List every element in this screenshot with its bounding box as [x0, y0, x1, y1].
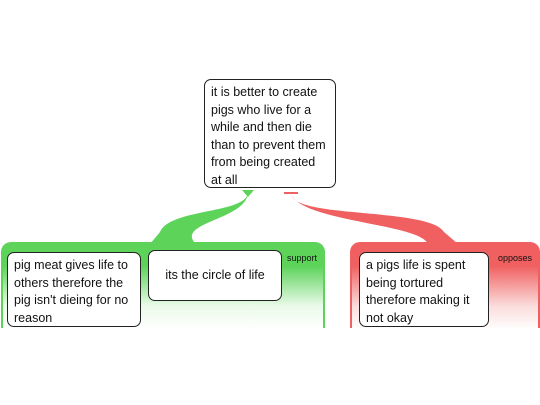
oppose-connector-handle — [284, 192, 298, 194]
support-connector — [150, 192, 248, 244]
premise-text: its the circle of life — [165, 267, 265, 282]
oppose-premise-card[interactable]: a pigs life is spent being tortured ther… — [359, 252, 489, 327]
oppose-connector — [292, 196, 458, 244]
root-claim-card[interactable]: it is better to create pigs who live for… — [204, 79, 336, 188]
premise-text: pig meat gives life to others therefore … — [14, 258, 129, 325]
oppose-label: opposes — [497, 253, 532, 263]
support-premise-card[interactable]: its the circle of life — [148, 250, 282, 301]
root-claim-text: it is better to create pigs who live for… — [211, 85, 326, 187]
premise-text: a pigs life is spent being tortured ther… — [366, 258, 470, 325]
support-label: support — [286, 253, 317, 263]
support-premise-card[interactable]: pig meat gives life to others therefore … — [7, 252, 141, 327]
support-connector-tip — [242, 190, 254, 197]
